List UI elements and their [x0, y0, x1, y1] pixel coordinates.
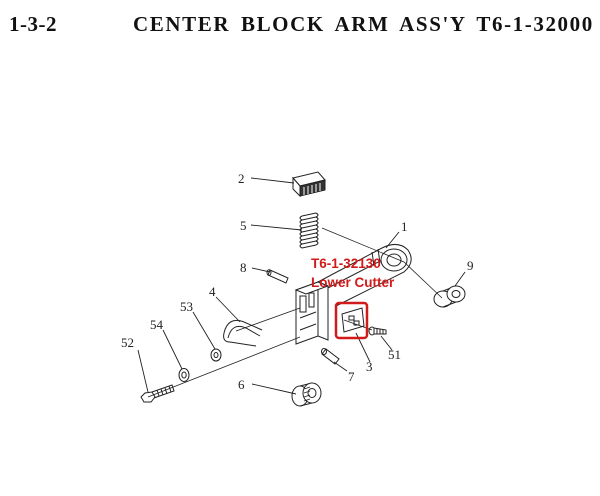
label-part-2: 2 — [238, 171, 245, 186]
part-9-bushing — [433, 285, 466, 308]
leader-lines — [137, 177, 466, 395]
label-part-51: 51 — [388, 347, 401, 362]
label-part-53: 53 — [180, 299, 193, 314]
label-part-6: 6 — [238, 377, 245, 392]
label-part-54: 54 — [150, 317, 164, 332]
label-part-1: 1 — [401, 219, 408, 234]
part-54-washer — [178, 368, 190, 382]
part-5-spring — [299, 212, 319, 249]
page-header: 1-3-2 CENTER BLOCK ARM ASS'Y T6-1-32000 — [0, 12, 600, 42]
part-number-labels: 2 5 1 8 9 4 53 54 52 51 3 7 6 — [121, 171, 474, 392]
center-block — [294, 281, 330, 345]
callout-part-number: T6-1-32130 — [311, 256, 381, 271]
part-4-clip — [223, 319, 263, 347]
assembly-center-lines — [147, 227, 443, 398]
part-6-roller — [291, 382, 322, 407]
assembly-title: CENTER BLOCK ARM ASS'Y T6-1-32000 — [133, 12, 594, 36]
label-part-3: 3 — [366, 359, 373, 374]
part-53-washer — [210, 348, 222, 362]
label-part-52: 52 — [121, 335, 134, 350]
label-part-7: 7 — [348, 369, 355, 384]
part-51-screw — [368, 326, 387, 336]
part-3-lower-cutter — [341, 307, 365, 333]
label-part-9: 9 — [467, 258, 474, 273]
section-number: 1-3-2 — [9, 12, 57, 36]
callout-part-name: Lower Cutter — [311, 275, 395, 290]
lower-cutter-callout: T6-1-32130 Lower Cutter — [311, 256, 395, 290]
label-part-4: 4 — [209, 284, 216, 299]
label-part-5: 5 — [240, 218, 247, 233]
lower-cutter-highlight-box — [334, 301, 369, 340]
label-part-8: 8 — [240, 260, 247, 275]
part-7-pin — [321, 348, 340, 365]
part-8-pin — [266, 269, 289, 284]
part-2-cap — [292, 171, 326, 198]
